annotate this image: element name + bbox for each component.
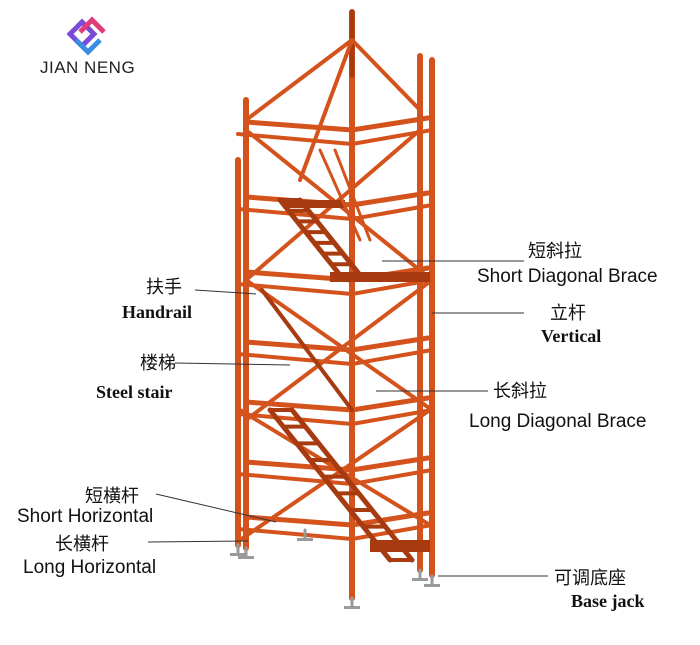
platform-mid: [330, 272, 430, 282]
horizontal-front-1: [236, 207, 354, 221]
label-long-diagonal-brace-en: Long Diagonal Brace: [469, 411, 647, 432]
base-jack-plate-3: [424, 584, 440, 587]
jn-logo-icon: [66, 16, 106, 56]
horizontal-front-3: [236, 352, 354, 366]
label-short-horizontal-zh: 短横杆: [85, 486, 139, 507]
base-jack-plate-1: [238, 556, 254, 559]
horizontal-rf-1: [350, 203, 434, 221]
horizontal-left-0: [243, 119, 355, 133]
label-short-diagonal-brace-zh: 短斜拉: [528, 241, 582, 262]
stair-stringer-4: [289, 407, 415, 563]
horizontal-right-5: [349, 455, 431, 473]
base-jack-plate-4: [230, 553, 246, 556]
label-base-jack-zh: 可调底座: [554, 568, 626, 589]
horizontal-rf-2: [350, 278, 434, 296]
leader-handrail: [194, 289, 257, 295]
platform-bottom: [370, 540, 430, 552]
scaffold-tower: [230, 9, 440, 609]
label-long-diagonal-brace-zh: 长斜拉: [493, 381, 547, 402]
top-brace-l: [244, 38, 354, 122]
leader-long-horizontal: [147, 540, 249, 543]
label-base-jack-en: Base jack: [571, 591, 645, 611]
horizontal-right-1: [349, 190, 431, 208]
horizontal-rf-4: [350, 408, 434, 426]
horizontal-right-0: [349, 115, 431, 133]
horizontal-rf-5: [350, 468, 434, 486]
base-jack-plate-5: [297, 538, 313, 541]
label-steel-stair-zh: 楼梯: [140, 353, 176, 374]
label-long-horizontal-en: Long Horizontal: [23, 557, 157, 578]
diag-4: [244, 278, 434, 422]
label-short-diagonal-brace-en: Short Diagonal Brace: [477, 266, 658, 287]
label-handrail-zh: 扶手: [146, 277, 182, 298]
label-short-horizontal-en: Short Horizontal: [17, 506, 154, 527]
handrail-2: [333, 148, 372, 242]
label-handrail-en: Handrail: [122, 302, 193, 322]
base-jack-plate-0: [344, 606, 360, 609]
stair-mid: [260, 288, 354, 412]
top-brace-c: [298, 38, 354, 182]
platform-top: [285, 200, 345, 208]
stair-stringer-3: [267, 407, 393, 563]
leader-steel-stair: [174, 362, 291, 366]
horizontal-front-0: [236, 132, 354, 146]
horizontal-left-3: [243, 339, 355, 353]
base-jack-plate-2: [412, 578, 428, 581]
horizontal-front-4: [236, 412, 354, 426]
horizontal-left-4: [243, 399, 355, 413]
horizontal-front-5: [236, 472, 354, 486]
label-steel-stair-en: Steel stair: [96, 382, 173, 402]
horizontal-left-6: [243, 514, 355, 528]
logo-text: JIAN NENG: [40, 58, 136, 77]
label-long-horizontal-zh: 长横杆: [55, 534, 109, 555]
handrail-1: [318, 148, 362, 242]
label-vertical-zh: 立杆: [550, 303, 586, 324]
leader-lines: [147, 260, 548, 577]
leader-short-horizontal: [155, 493, 277, 523]
horizontal-right-3: [349, 335, 431, 353]
label-vertical-en: Vertical: [541, 326, 602, 346]
top-brace-r: [350, 38, 422, 112]
diag-3: [244, 278, 434, 412]
